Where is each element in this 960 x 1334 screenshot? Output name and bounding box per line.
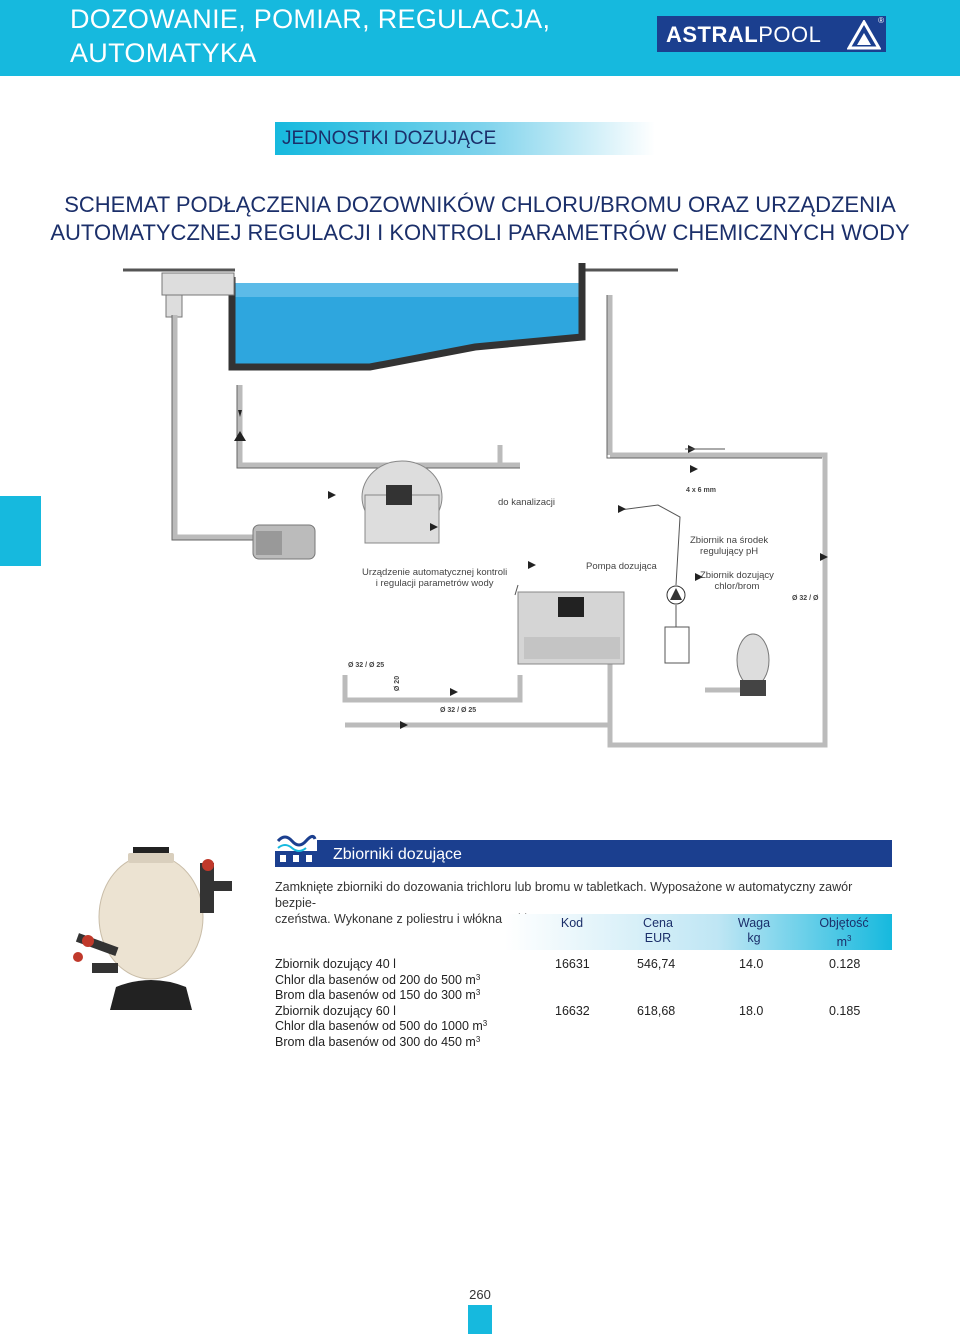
row-name: Chlor dla basenów od 500 do 1000 m3 [275, 1019, 487, 1035]
col-waga-1: Waga [737, 916, 771, 930]
product-description-line1: Zamknięte zbiorniki do dozowania trichlo… [275, 880, 853, 910]
row-name: Chlor dla basenów od 200 do 500 m3 [275, 973, 480, 989]
col-obj-sup: 3 [846, 934, 852, 943]
row-name-text: Chlor dla basenów od 200 do 500 m [275, 972, 476, 987]
product-bar-title: Zbiorniki dozujące [333, 846, 462, 863]
label-zbiornik-cl-1: Zbiornik dozujący [700, 570, 774, 581]
control-panel [524, 637, 620, 659]
header-title: DOZOWANIE, POMIAR, REGULACJA, AUTOMATYKA [70, 2, 550, 70]
row-sup: 3 [482, 1019, 488, 1028]
label-dim-c: Ø 20 [394, 675, 402, 692]
product-description-line2: czeństwa. Wykonane z poliestru i włókna … [275, 912, 566, 926]
col-waga: Waga kg [729, 916, 779, 946]
row-name: Zbiornik dozujący 60 l [275, 1003, 396, 1018]
table-row: Zbiornik dozujący 60 l 16632 618,68 18.0… [275, 1004, 895, 1020]
col-waga-2: kg [747, 931, 761, 945]
row-waga: 18.0 [739, 1003, 764, 1018]
col-obj-2: m3 [811, 931, 877, 950]
pool-surface [232, 283, 582, 297]
side-tab [0, 496, 41, 566]
connection-diagram: do kanalizacji 4 x 6 mm Urządzenie autom… [120, 255, 840, 750]
row-cena: 618,68 [637, 1003, 676, 1018]
control-screen [558, 597, 584, 617]
main-title-line2: AUTOMATYCZNEJ REGULACJI I KONTROLI PARAM… [50, 220, 910, 245]
label-zbiornik-ph: Zbiornik na środek regulujący pH [690, 535, 768, 557]
label-kanalizacja: do kanalizacji [498, 497, 556, 508]
table-row: Brom dla basenów od 300 do 450 m3 [275, 1035, 895, 1051]
skimmer [161, 272, 235, 296]
label-zbiornik-cl-2: chlor/brom [714, 581, 760, 592]
astralpool-logo: ASTRALPOOL ® [657, 16, 886, 52]
label-dim-b: Ø 32 / Ø 25 [440, 707, 477, 714]
row-name-text: Brom dla basenów od 300 do 450 m [275, 1034, 476, 1049]
logo-registered: ® [878, 16, 884, 25]
skimmer-body [165, 294, 183, 318]
chlorine-tank [736, 633, 770, 687]
product-bar: Zbiorniki dozujące [275, 831, 892, 867]
logo-mark-icon [847, 20, 881, 50]
label-urzadzenie-2: i regulacji parametrów wody [375, 578, 494, 589]
table-header: Kod Cena EUR Waga kg Objętość m3 [505, 914, 892, 950]
col-cena-1: Cena [643, 916, 673, 930]
label-zbiornik-ph-1: Zbiornik na środek [690, 535, 769, 546]
row-name: Brom dla basenów od 150 do 300 m3 [275, 988, 480, 1004]
row-obj: 0.128 [829, 957, 861, 971]
label-zbiornik-ph-2: regulujący pH [700, 546, 759, 557]
row-sup: 3 [475, 972, 481, 982]
logo-text: ASTRALPOOL [666, 22, 821, 48]
header-title-line2: AUTOMATYKA [70, 38, 257, 68]
row-obj: 0.185 [829, 1003, 861, 1018]
chlorine-tank-base [740, 680, 766, 696]
pool-water [232, 283, 582, 367]
row-kod: 16632 [555, 1003, 590, 1018]
pool-wall [228, 263, 586, 371]
ph-tank [664, 626, 690, 664]
dosing-tubing [514, 504, 681, 627]
product-table: Zbiornik dozujący 40 l 16631 546,74 14.0… [275, 957, 895, 1050]
col-obj-unit: m [836, 935, 847, 950]
table-row: Zbiornik dozujący 40 l 16631 546,74 14.0… [275, 957, 895, 973]
main-title: SCHEMAT PODŁĄCZENIA DOZOWNIKÓW CHLORU/BR… [0, 191, 960, 247]
section-title: JEDNOSTKI DOZUJĄCE [282, 128, 497, 149]
label-urzadzenie: Urządzenie automatycznej kontroli i regu… [362, 567, 507, 589]
row-name: Zbiornik dozujący 40 l [275, 957, 396, 971]
section-bar: JEDNOSTKI DOZUJĄCE [275, 122, 655, 155]
page-number: 260 [469, 1287, 491, 1302]
row-cena: 546,74 [637, 957, 676, 971]
label-dim-right: Ø 32 / Ø [792, 595, 819, 602]
col-cena: Cena EUR [633, 916, 683, 946]
filter-valve [386, 485, 412, 505]
pump-motor [256, 531, 282, 555]
header-title-line1: DOZOWANIE, POMIAR, REGULACJA, [70, 4, 551, 34]
logo-light: POOL [758, 22, 822, 47]
row-sup: 3 [475, 1034, 481, 1044]
row-name-text: Brom dla basenów od 150 do 300 m [275, 988, 476, 1002]
label-pompa: Pompa dozująca [586, 561, 657, 572]
table-row: Brom dla basenów od 150 do 300 m3 [275, 988, 895, 1004]
page-tab [468, 1305, 492, 1334]
col-kod: Kod [560, 916, 584, 930]
table-row: Chlor dla basenów od 500 do 1000 m3 [275, 1019, 895, 1035]
row-name: Brom dla basenów od 300 do 450 m3 [275, 1035, 480, 1051]
flow-markers [234, 410, 828, 729]
main-title-line1: SCHEMAT PODŁĄCZENIA DOZOWNIKÓW CHLORU/BR… [64, 192, 896, 217]
product-category-icon [275, 831, 317, 867]
diagram-drawing [123, 263, 828, 748]
row-sup: 3 [475, 988, 481, 997]
row-waga: 14.0 [739, 957, 764, 971]
table-row: Chlor dla basenów od 200 do 500 m3 [275, 973, 895, 989]
product-description: Zamknięte zbiorniki do dozowania trichlo… [275, 879, 895, 927]
col-objetosc: Objętość m3 [811, 916, 877, 950]
label-urzadzenie-1: Urządzenie automatycznej kontroli [362, 567, 508, 578]
col-cena-2: EUR [644, 931, 672, 945]
col-obj-1: Objętość [819, 916, 869, 930]
label-zbiornik-cl: Zbiornik dozujący chlor/brom [700, 570, 774, 592]
dosing-tank-photo [73, 847, 232, 1010]
logo-bold: ASTRAL [666, 22, 759, 47]
label-tube-size: 4 x 6 mm [686, 487, 716, 494]
label-dim-a: Ø 32 / Ø 25 [348, 662, 385, 669]
row-kod: 16631 [555, 957, 590, 971]
page-header: DOZOWANIE, POMIAR, REGULACJA, AUTOMATYKA… [0, 0, 960, 76]
row-name-text: Chlor dla basenów od 500 do 1000 m [275, 1019, 483, 1033]
